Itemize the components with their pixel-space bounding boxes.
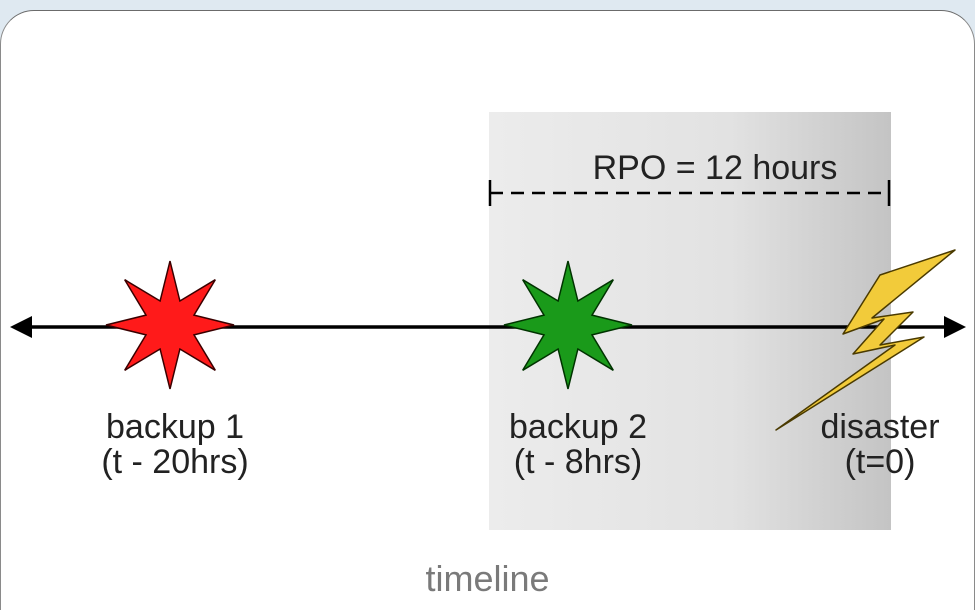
lightning-bolt-icon [775, 249, 956, 431]
diagram-caption: timeline [425, 558, 550, 599]
red-star-icon [105, 260, 235, 390]
event-label-backup-1: backup 1 (t - 20hrs) [80, 410, 270, 480]
right-arrowhead-icon [944, 316, 966, 338]
rpo-dimension-line [488, 180, 891, 206]
event-name: disaster [820, 408, 940, 446]
rpo-label: RPO = 12 hours [592, 149, 838, 187]
event-time: (t - 20hrs) [101, 443, 249, 481]
event-time: (t=0) [844, 443, 916, 481]
event-label-backup-2: backup 2 (t - 8hrs) [483, 410, 673, 480]
event-name: backup 1 [106, 408, 244, 446]
green-star-icon [503, 260, 633, 390]
event-label-disaster: disaster (t=0) [800, 410, 960, 480]
event-name: backup 2 [509, 408, 647, 446]
event-time: (t - 8hrs) [513, 443, 643, 481]
left-arrowhead-icon [10, 316, 32, 338]
